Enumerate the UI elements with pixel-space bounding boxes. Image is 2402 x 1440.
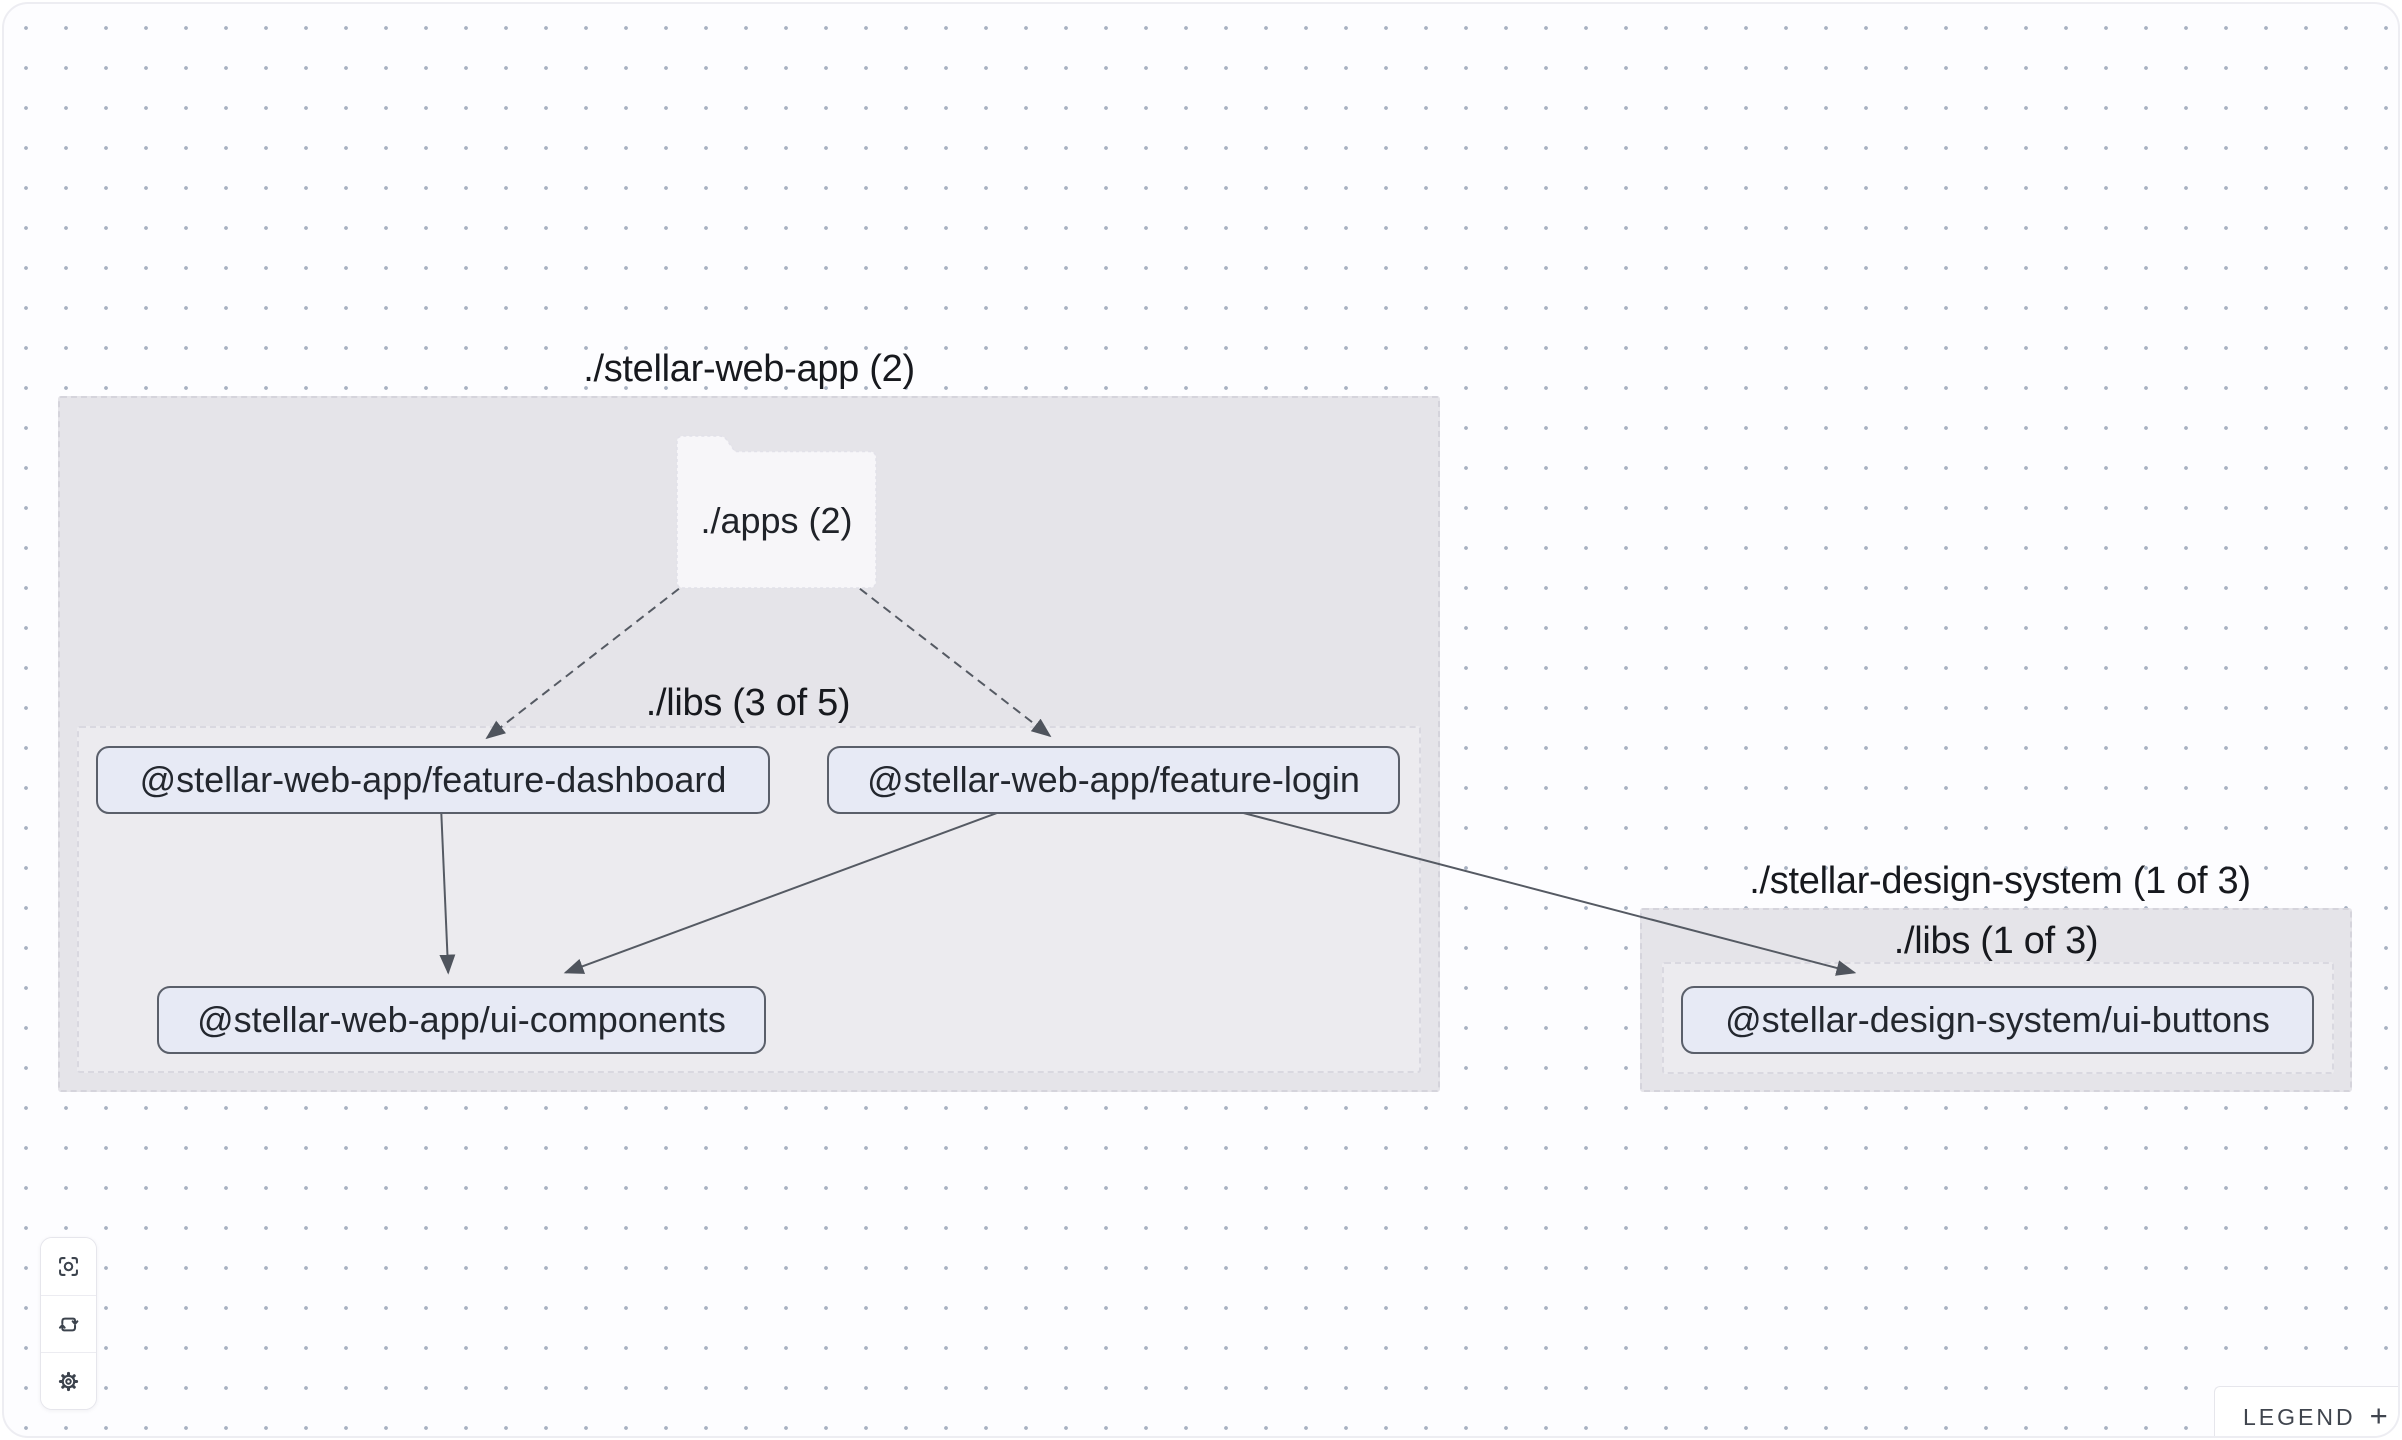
plus-icon: +: [2369, 1398, 2388, 1433]
edges-layer: [439, 587, 1857, 976]
edge-apps-to-feature-dashboard[interactable]: [485, 587, 680, 740]
node-ui-buttons[interactable]: @stellar-design-system/ui-buttons: [1681, 986, 2314, 1054]
group-label-web-app-libs: ./libs (3 of 5): [645, 682, 851, 724]
edge-feature-login-to-ui-components[interactable]: [563, 810, 1002, 974]
edge-feature-dashboard-to-ui-components[interactable]: [439, 811, 456, 975]
edge-feature-login-to-ui-buttons[interactable]: [1237, 810, 1857, 976]
group-label-stellar-design-system: ./stellar-design-system (1 of 3): [1749, 860, 2251, 902]
legend-button[interactable]: LEGEND +: [2214, 1386, 2398, 1436]
legend-label: LEGEND: [2243, 1404, 2356, 1430]
node-ui-components[interactable]: @stellar-web-app/ui-components: [157, 986, 766, 1054]
folder-node-apps[interactable]: ./apps (2): [676, 435, 877, 589]
group-label-stellar-web-app: ./stellar-web-app (2): [583, 348, 915, 390]
refresh-icon: [58, 1317, 79, 1331]
node-feature-dashboard[interactable]: @stellar-web-app/feature-dashboard: [96, 746, 770, 814]
canvas-toolbar: [40, 1237, 97, 1410]
focus-icon: [59, 1257, 78, 1276]
edge-apps-to-feature-login[interactable]: [859, 587, 1052, 738]
refresh-button[interactable]: [41, 1295, 96, 1352]
folder-label: ./apps (2): [700, 499, 853, 541]
settings-icon: [58, 1371, 79, 1391]
group-label-design-system-libs: ./libs (1 of 3): [1893, 920, 2099, 962]
folder-icon: [676, 435, 877, 589]
settings-button[interactable]: [41, 1352, 96, 1409]
node-feature-login[interactable]: @stellar-web-app/feature-login: [827, 746, 1400, 814]
focus-button[interactable]: [41, 1238, 96, 1295]
